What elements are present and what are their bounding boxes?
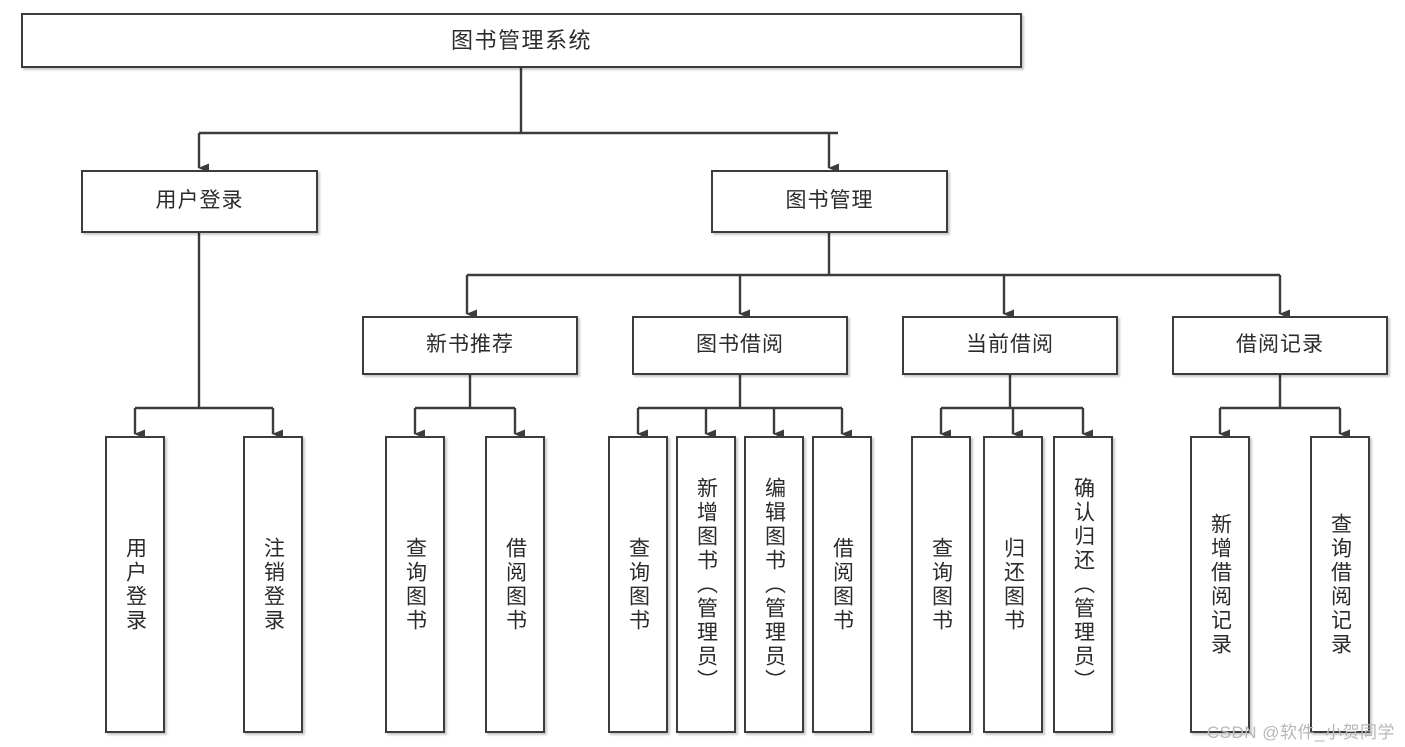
node-current-borrow-label: 当前借阅 bbox=[966, 333, 1054, 357]
node-user-login[interactable]: 用户登录 bbox=[81, 170, 318, 233]
leaf-add-book-admin-label: 新增图书（管理员） bbox=[694, 476, 718, 693]
leaf-user-login[interactable]: 用户登录 bbox=[105, 436, 165, 733]
leaf-borrow-book[interactable]: 借阅图书 bbox=[812, 436, 872, 733]
leaf-add-book-admin[interactable]: 新增图书（管理员） bbox=[676, 436, 736, 733]
leaf-borrow-book-recommend[interactable]: 借阅图书 bbox=[485, 436, 545, 733]
node-book-borrow-label: 图书借阅 bbox=[696, 333, 784, 357]
node-book-management-label: 图书管理 bbox=[785, 189, 874, 213]
leaf-add-borrow-record-label: 新增借阅记录 bbox=[1208, 512, 1232, 657]
leaf-confirm-return-admin[interactable]: 确认归还（管理员） bbox=[1053, 436, 1113, 733]
leaf-query-borrow-record-label: 查询借阅记录 bbox=[1328, 512, 1352, 657]
node-current-borrow[interactable]: 当前借阅 bbox=[902, 316, 1118, 375]
node-borrow-records-label: 借阅记录 bbox=[1236, 333, 1324, 357]
watermark-text: CSDN @软件_小贺同学 bbox=[1206, 723, 1395, 742]
leaf-borrow-book-recommend-label: 借阅图书 bbox=[503, 536, 527, 633]
leaf-query-book-recommend[interactable]: 查询图书 bbox=[385, 436, 445, 733]
leaf-query-book-recommend-label: 查询图书 bbox=[403, 536, 427, 633]
node-user-login-label: 用户登录 bbox=[155, 189, 244, 213]
leaf-query-book-borrow-label: 查询图书 bbox=[626, 536, 650, 633]
leaf-edit-book-admin[interactable]: 编辑图书（管理员） bbox=[744, 436, 804, 733]
node-new-book-recommend-label: 新书推荐 bbox=[426, 333, 514, 357]
leaf-user-login-label: 用户登录 bbox=[123, 536, 147, 633]
node-book-borrow[interactable]: 图书借阅 bbox=[632, 316, 848, 375]
node-borrow-records[interactable]: 借阅记录 bbox=[1172, 316, 1388, 375]
leaf-query-book-current[interactable]: 查询图书 bbox=[911, 436, 971, 733]
node-root-label: 图书管理系统 bbox=[450, 27, 592, 53]
leaf-return-book[interactable]: 归还图书 bbox=[983, 436, 1043, 733]
leaf-confirm-return-admin-label: 确认归还（管理员） bbox=[1071, 476, 1095, 693]
leaf-return-book-label: 归还图书 bbox=[1001, 536, 1025, 633]
node-book-management[interactable]: 图书管理 bbox=[711, 170, 948, 233]
leaf-borrow-book-label: 借阅图书 bbox=[830, 536, 854, 633]
leaf-logout-label: 注销登录 bbox=[261, 536, 285, 633]
leaf-add-borrow-record[interactable]: 新增借阅记录 bbox=[1190, 436, 1250, 733]
node-new-book-recommend[interactable]: 新书推荐 bbox=[362, 316, 578, 375]
leaf-query-book-borrow[interactable]: 查询图书 bbox=[608, 436, 668, 733]
leaf-query-borrow-record[interactable]: 查询借阅记录 bbox=[1310, 436, 1370, 733]
leaf-query-book-current-label: 查询图书 bbox=[929, 536, 953, 633]
leaf-logout[interactable]: 注销登录 bbox=[243, 436, 303, 733]
node-root[interactable]: 图书管理系统 bbox=[21, 13, 1022, 68]
leaf-edit-book-admin-label: 编辑图书（管理员） bbox=[762, 476, 786, 693]
